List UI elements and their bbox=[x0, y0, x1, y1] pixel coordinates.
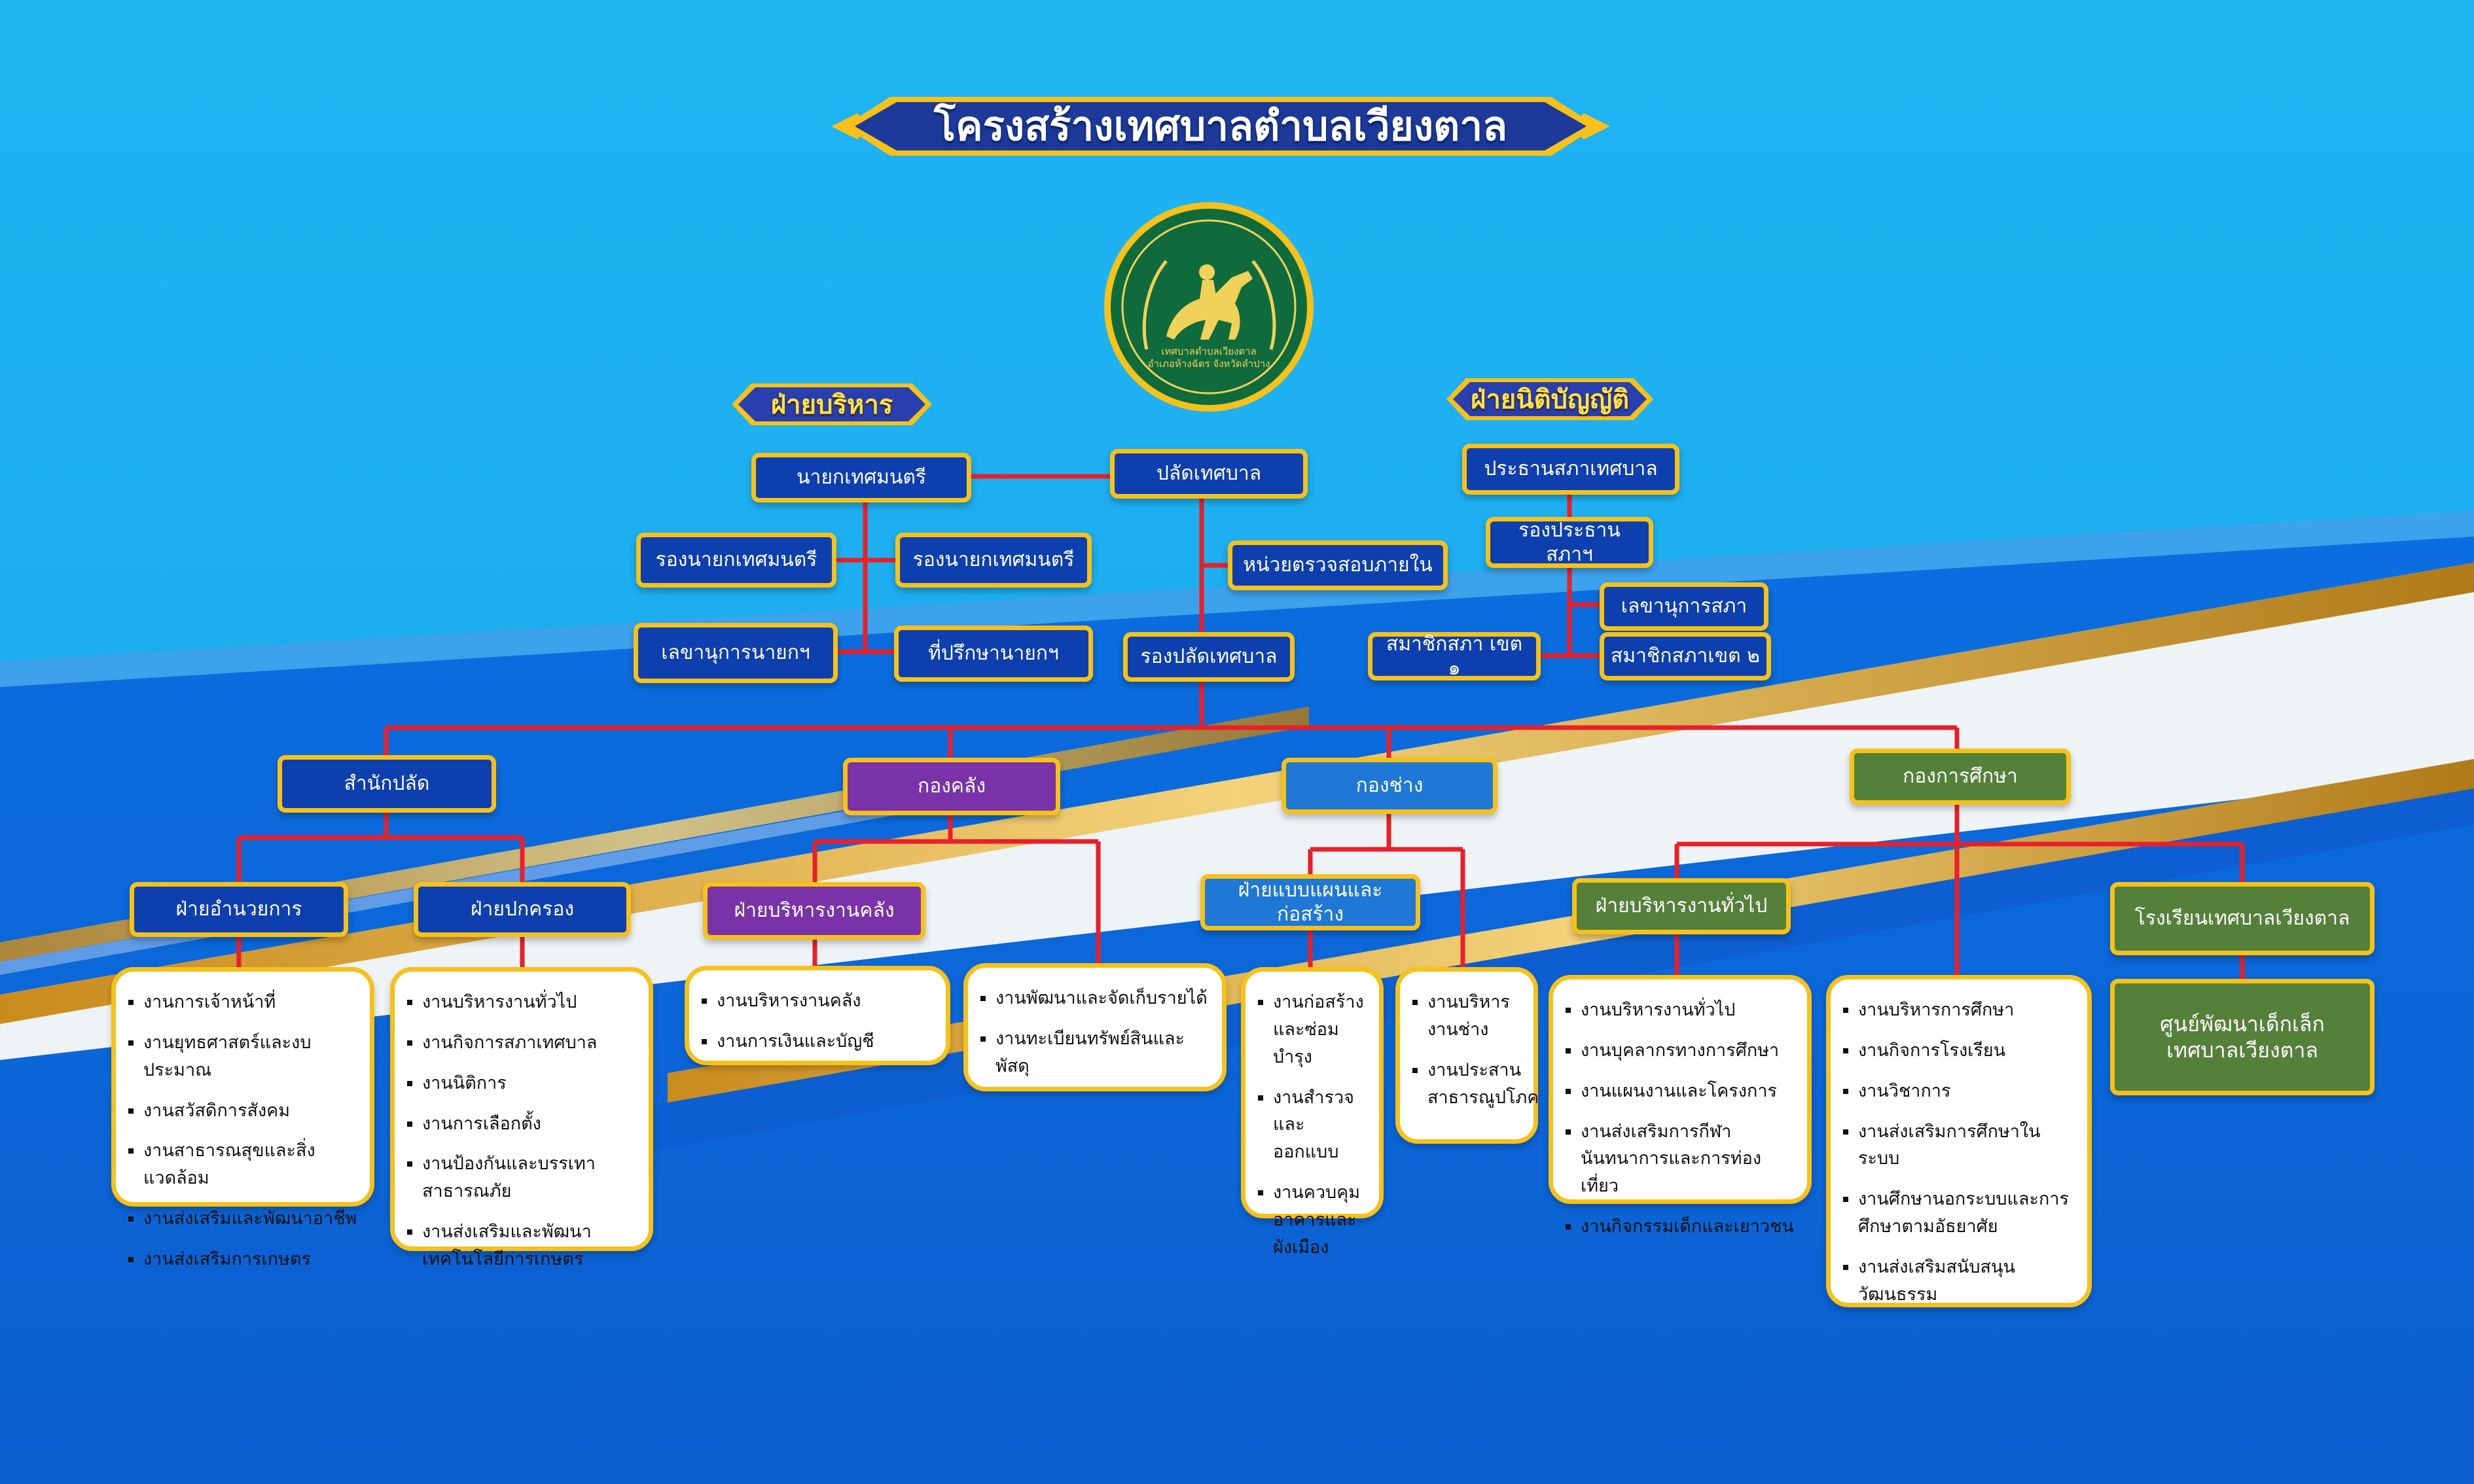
logo-caption: เทศบาลตำบลเวียงตาล อำเภอห้างฉัตร จังหวัด… bbox=[1134, 345, 1284, 370]
education-tasks-list: งานบริหารการศึกษางานกิจการโรงเรียนงานวิช… bbox=[1826, 975, 2092, 1307]
task-item: งานสำรวจและออกแบบ bbox=[1273, 1084, 1369, 1167]
task-item: งานบริหารการศึกษา bbox=[1858, 997, 2077, 1024]
task-item: งานทะเบียนทรัพย์สินและพัสดุ bbox=[995, 1025, 1211, 1080]
deputy-mayor-1-box[interactable]: รองนายกเทศมนตรี bbox=[636, 533, 836, 588]
task-item: งานส่งเสริมการกีฬา นันทนาการและการท่องเท… bbox=[1581, 1118, 1797, 1201]
task-item: งานแผนงานและโครงการ bbox=[1581, 1078, 1797, 1105]
council-vice-president-box[interactable]: รองประธานสภาฯ bbox=[1486, 517, 1653, 568]
engineering-division-box[interactable]: กองช่าง bbox=[1282, 758, 1497, 814]
finance-division-box[interactable]: กองคลัง bbox=[843, 758, 1060, 815]
clerk-office-box[interactable]: สำนักปลัด bbox=[278, 755, 496, 813]
executive-section-label: ฝ่ายบริหาร bbox=[770, 390, 893, 420]
engineering-admin-tasks-list: งานบริหารงานช่างงานประสานสาธารณูปโภค bbox=[1395, 967, 1539, 1144]
council-secretary-box[interactable]: เลขานุการสภา bbox=[1600, 582, 1768, 631]
revenue-tasks: งานพัฒนาและจัดเก็บรายได้งานทะเบียนทรัพย์… bbox=[977, 985, 1211, 1080]
task-item: งานก่อสร้างและซ่อมบำรุง bbox=[1273, 989, 1369, 1071]
executive-section-banner bbox=[732, 383, 932, 425]
page-title: โครงสร้างเทศบาลตำบลเวียงตาล bbox=[933, 102, 1508, 150]
task-item: งานศึกษานอกระบบและการศึกษาตามอัธยาศัย bbox=[1858, 1186, 2077, 1241]
admin-tasks-list: งานการเจ้าหน้าที่งานยุทธศาสตร์และงบประมา… bbox=[111, 967, 374, 1269]
mayor-advisor-box[interactable]: ที่ปรึกษานายกฯ bbox=[894, 626, 1093, 682]
construction-tasks-list: งานก่อสร้างและซ่อมบำรุงงานสำรวจและออกแบบ… bbox=[1241, 967, 1384, 1258]
task-item: งานยุทธศาสตร์และงบประมาณ bbox=[143, 1029, 359, 1084]
council-member-zone1-box[interactable]: สมาชิกสภา เขต ๑ bbox=[1368, 632, 1541, 680]
general-admin-section-box[interactable]: ฝ่ายบริหารงานทั่วไป bbox=[1572, 878, 1791, 934]
finance-admin-tasks-list: งานบริหารงานคลังงานการเงินและบัญชี bbox=[685, 966, 950, 1065]
governance-tasks: งานบริหารงานทั่วไปงานกิจการสภาเทศบาลงานน… bbox=[404, 989, 638, 1273]
mayor-secretary-box[interactable]: เลขานุการนายกฯ bbox=[634, 623, 838, 683]
legislative-section-banner bbox=[1446, 378, 1653, 420]
council-president-box[interactable]: ประธานสภาเทศบาล bbox=[1462, 444, 1679, 495]
task-item: งานพัฒนาและจัดเก็บรายได้ bbox=[995, 985, 1211, 1012]
task-item: งานบริหารงานทั่วไป bbox=[422, 989, 638, 1016]
task-item: งานควบคุมอาคารและผังเมือง bbox=[1273, 1179, 1369, 1262]
task-item: งานป้องกันและบรรเทาสาธารณภัย bbox=[422, 1150, 638, 1205]
admin-section-box[interactable]: ฝ่ายอำนวยการ bbox=[130, 882, 348, 937]
logo-caption-line1: เทศบาลตำบลเวียงตาล bbox=[1161, 345, 1257, 357]
task-item: งานนิติการ bbox=[422, 1070, 638, 1097]
municipal-school-box[interactable]: โรงเรียนเทศบาลเวียงตาล bbox=[2110, 882, 2375, 955]
task-item: งานบริหารงานช่าง bbox=[1427, 989, 1523, 1044]
task-item: งานส่งเสริมและพัฒนาเทคโนโลยีการเกษตร bbox=[422, 1218, 638, 1273]
task-item: งานการเงินและบัญชี bbox=[717, 1028, 935, 1055]
task-item: งานส่งเสริมสนับสนุนวัฒนธรรม bbox=[1858, 1254, 2077, 1309]
mayor-box[interactable]: นายกเทศมนตรี bbox=[751, 453, 971, 503]
education-division-box[interactable]: กองการศึกษา bbox=[1850, 749, 2071, 805]
task-item: งานประสานสาธารณูปโภค bbox=[1427, 1057, 1539, 1112]
engineering-admin-tasks: งานบริหารงานช่างงานประสานสาธารณูปโภค bbox=[1409, 989, 1539, 1112]
deputy-clerk-box[interactable]: รองปลัดเทศบาล bbox=[1123, 632, 1295, 682]
task-item: งานส่งเสริมและพัฒนาอาชีพ bbox=[143, 1205, 359, 1233]
council-member-zone2-box[interactable]: สมาชิกสภาเขต ๒ bbox=[1600, 632, 1771, 680]
admin-tasks: งานการเจ้าหน้าที่งานยุทธศาสตร์และงบประมา… bbox=[125, 989, 359, 1273]
legislative-section-label: ฝ่ายนิติบัญญัติ bbox=[1470, 385, 1630, 415]
municipal-clerk-box[interactable]: ปลัดเทศบาล bbox=[1110, 449, 1308, 499]
task-item: งานกิจการโรงเรียน bbox=[1858, 1037, 2077, 1065]
task-item: งานบุคลากรทางการศึกษา bbox=[1581, 1037, 1797, 1065]
task-item: งานบริหารงานคลัง bbox=[717, 987, 935, 1015]
task-item: งานส่งเสริมการศึกษาในระบบ bbox=[1858, 1118, 2077, 1173]
task-item: งานกิจการสภาเทศบาล bbox=[422, 1029, 638, 1057]
task-item: งานการเลือกตั้ง bbox=[422, 1110, 638, 1138]
governance-section-box[interactable]: ฝ่ายปกครอง bbox=[414, 882, 631, 937]
revenue-tasks-list: งานพัฒนาและจัดเก็บรายได้งานทะเบียนทรัพย์… bbox=[963, 963, 1227, 1091]
design-construction-section-box[interactable]: ฝ่ายแบบแผนและก่อสร้าง bbox=[1200, 874, 1420, 930]
deputy-mayor-2-box[interactable]: รองนายกเทศมนตรี bbox=[895, 533, 1092, 588]
governance-tasks-list: งานบริหารงานทั่วไปงานกิจการสภาเทศบาลงานน… bbox=[390, 967, 653, 1269]
general-admin-tasks-list: งานบริหารงานทั่วไปงานบุคลากรทางการศึกษาง… bbox=[1549, 975, 1812, 1237]
finance-admin-tasks: งานบริหารงานคลังงานการเงินและบัญชี bbox=[698, 987, 935, 1055]
horse-rider-emblem-icon bbox=[1104, 202, 1314, 412]
internal-audit-box[interactable]: หน่วยตรวจสอบภายใน bbox=[1228, 540, 1448, 590]
task-item: งานวิชาการ bbox=[1858, 1078, 2077, 1105]
child-development-center-box[interactable]: ศูนย์พัฒนาเด็กเล็กเทศบาลเวียงตาล bbox=[2110, 979, 2375, 1095]
general-admin-tasks: งานบริหารงานทั่วไปงานบุคลากรทางการศึกษาง… bbox=[1562, 997, 1797, 1241]
education-tasks: งานบริหารการศึกษางานกิจการโรงเรียนงานวิช… bbox=[1840, 997, 2077, 1309]
logo-caption-line2: อำเภอห้างฉัตร จังหวัดลำปาง bbox=[1147, 357, 1270, 370]
construction-tasks: งานก่อสร้างและซ่อมบำรุงงานสำรวจและออกแบบ… bbox=[1255, 989, 1369, 1262]
task-item: งานบริหารงานทั่วไป bbox=[1581, 997, 1797, 1024]
task-item: งานกิจกรรมเด็กและเยาวชน bbox=[1581, 1213, 1797, 1241]
task-item: งานการเจ้าหน้าที่ bbox=[143, 989, 359, 1016]
task-item: งานส่งเสริมการเกษตร bbox=[143, 1246, 359, 1273]
task-item: งานสวัสดิการสังคม bbox=[143, 1097, 359, 1125]
finance-admin-section-box[interactable]: ฝ่ายบริหารงานคลัง bbox=[703, 882, 925, 940]
title-banner bbox=[831, 97, 1610, 156]
task-item: งานสาธารณสุขและสิ่งแวดล้อม bbox=[143, 1137, 359, 1192]
